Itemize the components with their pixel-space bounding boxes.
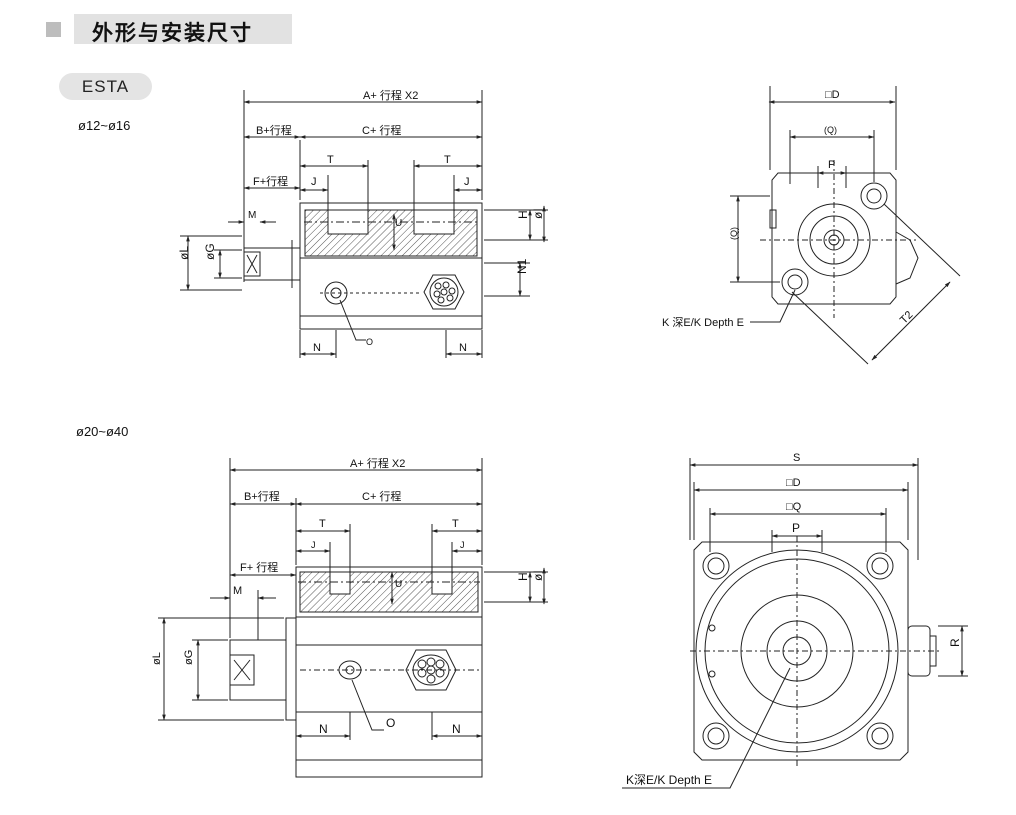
dim-Q-small: (Q) [824,125,837,135]
dim-G-large: øG [183,650,195,665]
side-view-large-labels: A+ 行程 X2 B+行程 C+ 行程 T T J J F+ 行程 M U øL… [151,457,545,736]
dim-T1-large: T [319,518,326,530]
callout-K-large: K深E/K Depth E [626,773,712,787]
dim-T2-small: T [444,154,451,166]
dim-A-small: A+ 行程 X2 [363,89,418,102]
hex-magnet-large [405,649,457,691]
dim-T1-small: T [327,154,334,166]
dim-O-small: O [366,337,373,347]
dim-U-small: U [395,218,402,229]
piston-rod-large [229,639,287,701]
section-header: 外形与安装尺寸 [46,14,292,45]
callout-K-small: K 深E/K Depth E [662,316,744,329]
dim-D-small: □D [825,89,840,101]
dim-J1-small: J [311,176,317,188]
dim-N1-small: N1 [515,258,529,274]
dim-L-large: øL [151,652,163,665]
dim-S-large: S [793,452,800,464]
end-view-large-labels: S □D □Q P R K深E/K Depth E [626,452,962,787]
dim-B-small: B+行程 [256,124,292,137]
dim-N2-large: N [452,722,461,736]
dim-N1l-small: N [313,342,321,354]
end-view-small [730,86,961,365]
end-view-large [622,458,968,789]
dim-N1-large: N [319,722,328,736]
dim-I-small: øI [531,208,545,219]
dim-T2-large: T [452,518,459,530]
dim-M-large: M [233,585,242,597]
header-square-icon [46,22,61,37]
series-badge: ESTA [59,73,152,100]
side-view-large [158,458,548,778]
dim-I-large: øI [531,570,545,581]
dim-M-small: M [248,210,256,221]
dim-N2-small: N [459,342,467,354]
end-plate-large [693,541,909,761]
dim-U-large: U [395,579,402,590]
header-bar [74,14,292,44]
dim-Q-large: □Q [786,501,802,513]
dim-P-large: P [792,521,800,535]
page-title: 外形与安装尺寸 [92,21,253,45]
dim-J2-small: J [464,176,470,188]
dim-R-large: R [948,638,962,647]
hex-magnet-small [423,274,465,310]
dim-C-large: C+ 行程 [362,490,401,503]
dim-C-small: C+ 行程 [362,124,401,137]
side-view-small-labels: A+ 行程 X2 B+行程 C+ 行程 T T F+行程 J J M U øL … [177,89,545,354]
dim-G-small: øG [203,243,217,260]
dim-D-large: □D [786,477,801,489]
dim-J2-large: J [460,540,465,550]
bore-range-small: ø12~ø16 [78,118,131,133]
side-view-small [180,90,548,358]
dim-T2-end-small: T2 [898,309,916,327]
dim-H-small: H [516,210,530,219]
dim-A-large: A+ 行程 X2 [350,457,405,470]
dim-F-small: F+行程 [253,175,288,188]
dim-H-large: H [516,572,530,581]
dim-B-large: B+行程 [244,490,280,503]
dim-F-large: F+ 行程 [240,561,278,574]
dim-L-small: øL [177,246,191,260]
dim-Qv-small: (Q) [729,227,739,240]
dim-P-small: P [828,159,835,171]
dim-O-large: O [386,716,395,730]
sensor-bump-small [895,231,919,285]
dim-J1-large: J [311,540,316,550]
bore-range-large: ø20~ø40 [76,424,129,439]
